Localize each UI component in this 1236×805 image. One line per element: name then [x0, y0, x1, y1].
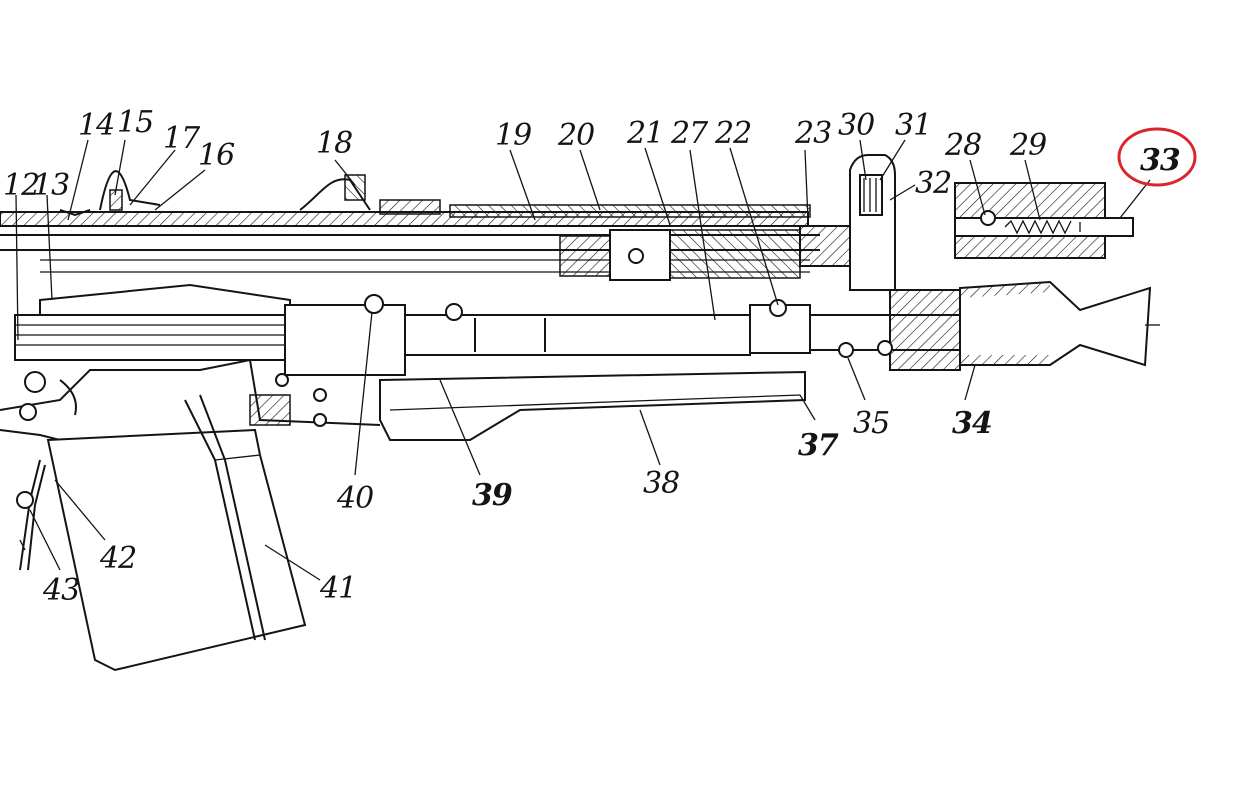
label-17: 17	[163, 121, 201, 156]
label-37: 37	[798, 428, 839, 463]
label-23: 23	[794, 116, 831, 151]
label-41: 41	[319, 571, 356, 606]
label-35: 35	[853, 406, 889, 441]
label-20: 20	[557, 118, 595, 153]
handguard	[379, 370, 806, 441]
label-27: 27	[670, 116, 709, 151]
label-31: 31	[895, 108, 931, 143]
label-18: 18	[316, 126, 352, 161]
label-21: 21	[626, 116, 663, 151]
label-34: 34	[952, 406, 992, 441]
label-12: 12	[3, 168, 39, 203]
label-22: 22	[714, 116, 751, 151]
label-19: 19	[495, 118, 532, 153]
front-sight-block	[849, 154, 896, 291]
detail-inset	[954, 182, 1134, 259]
rear-sight	[59, 170, 161, 217]
label-28: 28	[944, 128, 981, 163]
label-39: 39	[472, 478, 513, 513]
muzzle-device	[959, 280, 1160, 367]
label-13: 13	[33, 168, 69, 203]
label-14: 14	[78, 108, 114, 143]
label-40: 40	[336, 481, 374, 516]
leader-lines	[15, 139, 1151, 581]
sight-block	[299, 174, 441, 215]
label-43: 43	[42, 573, 79, 608]
label-38: 38	[643, 466, 679, 501]
label-29: 29	[1009, 128, 1047, 163]
lower-receiver	[0, 358, 381, 441]
barrel-assembly	[14, 283, 961, 376]
upper-receiver	[0, 204, 851, 281]
label-32: 32	[915, 166, 951, 201]
trigger-parts	[16, 459, 46, 571]
label-42: 42	[99, 541, 136, 576]
label-15: 15	[117, 105, 153, 140]
magazine	[46, 394, 307, 672]
highlight-circle	[1117, 127, 1197, 187]
label-30: 30	[838, 108, 875, 143]
callout-labels: 12 13 14 15 16 17 18 19 20 21 22 23 27 2…	[3, 105, 1181, 608]
label-16: 16	[198, 138, 235, 173]
label-33: 33	[1140, 143, 1180, 178]
